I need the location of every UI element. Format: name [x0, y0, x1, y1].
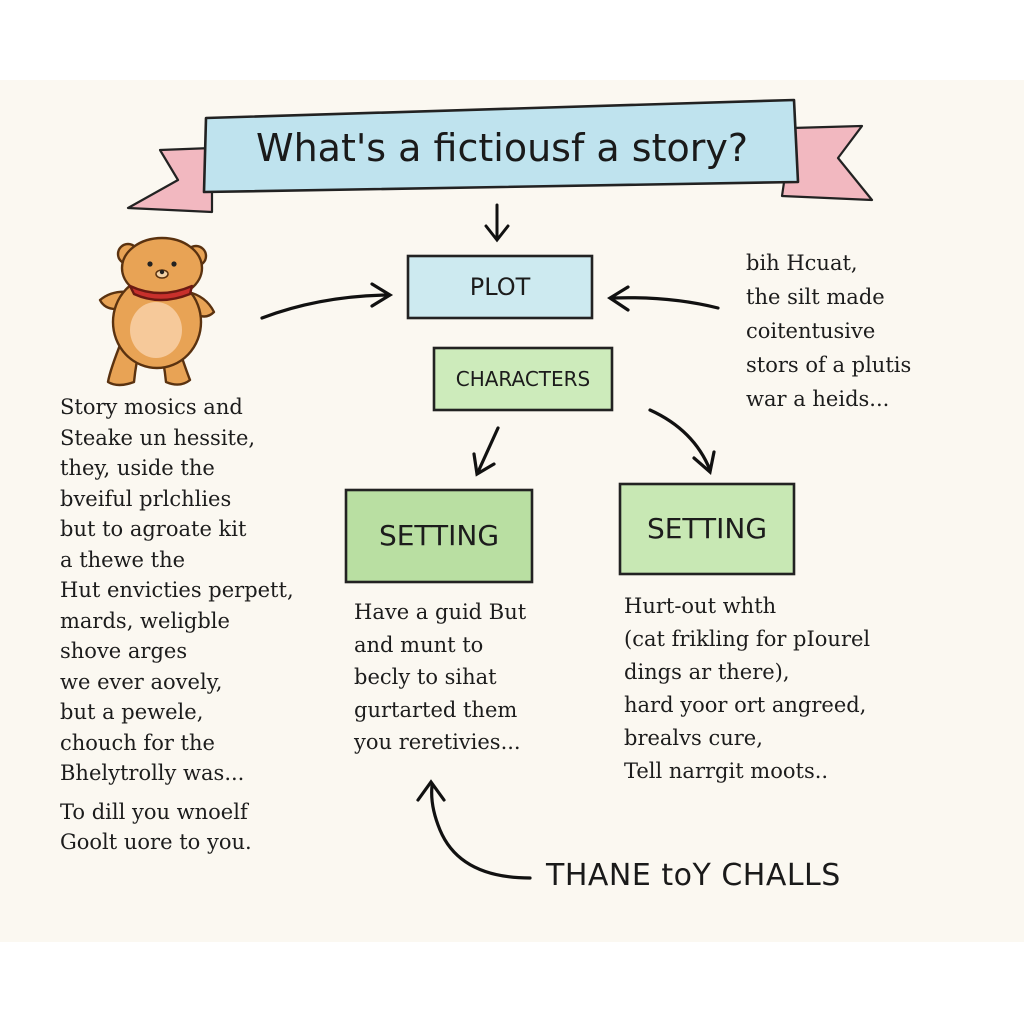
note-line: Hurt-out whth: [624, 594, 777, 618]
bear-icon: [98, 236, 216, 387]
setting-right-box-shape: [618, 482, 796, 576]
note-top-right: bih Hcuat, the silt made coitentusive st…: [746, 246, 911, 416]
note-line: shove arges: [60, 639, 188, 663]
note-line: gurtarted them: [354, 697, 518, 722]
arrow-up-curved-icon: [416, 779, 532, 880]
ribbon-left-tail: [126, 146, 214, 214]
setting-left-label: SETTING: [378, 519, 500, 552]
note-line: Hut envicties perpett,: [60, 578, 294, 602]
note-left: Story mosics and Steake un hessite, they…: [60, 392, 294, 858]
arrow-right-icon: [260, 282, 394, 320]
note-line: brealvs cure,: [624, 726, 763, 750]
note-line: Have a guid But: [354, 600, 527, 624]
note-line: (cat frikling for pIourel: [624, 627, 871, 651]
arrow-down-left-icon: [472, 426, 500, 477]
note-line: but a pewele,: [60, 700, 204, 724]
note-line: bih Hcuat,: [746, 251, 858, 275]
arrow-down-right-icon: [648, 408, 716, 476]
note-line: a thewe the: [60, 547, 186, 572]
arrow-left-icon: [607, 285, 720, 312]
note-line: Tell narrgit moots..: [624, 759, 829, 783]
note-line: hard yoor ort angreed,: [624, 693, 867, 717]
note-line: becly to sihat: [354, 665, 497, 689]
note-line: Goolt uore to you.: [60, 830, 252, 854]
characters-label: CHARACTERS: [455, 367, 591, 391]
note-line: Story mosics and: [60, 395, 243, 419]
note-line: and munt to: [354, 632, 484, 657]
plot-label: PLOT: [469, 273, 531, 301]
note-line: the silt made: [746, 285, 885, 309]
setting-left-box-shape: [344, 488, 534, 584]
note-line: To dill you wnoelf: [60, 799, 248, 824]
note-line: coitentusive: [746, 319, 876, 343]
note-line: chouch for the: [60, 730, 215, 755]
title-banner: [202, 98, 800, 194]
page-title: What's a fictiousf a story?: [256, 126, 748, 170]
note-line: war a heids...: [746, 387, 890, 411]
note-line: we ever aovely,: [60, 669, 223, 694]
arrow-down-icon: [484, 203, 510, 243]
note-line: mards, weligble: [60, 608, 230, 633]
note-line: Steake un hessite,: [60, 425, 256, 450]
note-line: they, uside the: [60, 456, 215, 480]
bottom-caption: THANE toY CHALLS: [546, 858, 841, 893]
note-line: you reretivies...: [354, 730, 521, 754]
note-line: but to agroate kit: [60, 517, 247, 541]
setting-right-label: SETTING: [646, 512, 768, 545]
characters-box-shape: [432, 346, 614, 412]
plot-box-shape: [406, 254, 594, 320]
note-line: Bhelytrolly was...: [60, 761, 245, 785]
note-middle: Have a guid But and munt to becly to sih…: [354, 596, 526, 759]
note-right: Hurt-out whth (cat frikling for pIourel …: [624, 590, 870, 788]
note-line: stors of a plutis: [746, 353, 912, 377]
ribbon-right-tail: [780, 124, 874, 202]
note-line: bveiful prlchlies: [60, 486, 232, 511]
note-line: dings ar there),: [624, 660, 790, 684]
